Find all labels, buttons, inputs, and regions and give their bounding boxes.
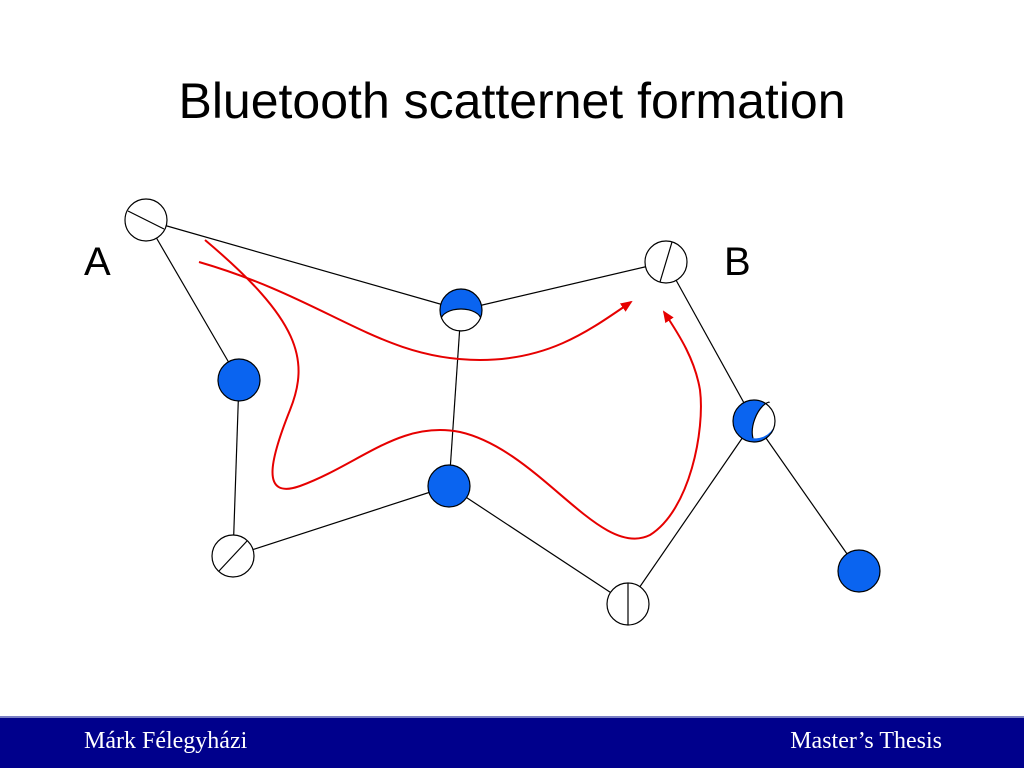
master-node-right bbox=[837, 549, 881, 593]
link-a-master-left bbox=[145, 219, 240, 381]
footer-thesis: Master’s Thesis bbox=[790, 728, 942, 754]
link-a-bridge bbox=[145, 219, 462, 311]
route-path-upper bbox=[198, 261, 633, 362]
master-node-left bbox=[217, 358, 261, 402]
link-slave-center-master bbox=[232, 485, 450, 557]
slave-node-bottom bbox=[606, 582, 650, 626]
link-center-master-bottom-slave bbox=[448, 485, 629, 605]
route-path-lower bbox=[204, 239, 702, 540]
footer-author: Márk Félegyházi bbox=[84, 728, 248, 754]
scatternet-diagram bbox=[124, 198, 881, 626]
node-a bbox=[124, 198, 168, 242]
bridge-node-right bbox=[732, 399, 779, 445]
bridge-node-top bbox=[439, 288, 483, 332]
link-bottom-slave-right-bridge bbox=[627, 420, 755, 605]
link-b-right-bridge bbox=[665, 261, 755, 422]
link-bridge-center-master bbox=[448, 309, 462, 487]
slide-title: Bluetooth scatternet formation bbox=[178, 73, 846, 129]
node-label-a: A bbox=[84, 240, 111, 284]
master-node-center bbox=[427, 464, 471, 508]
link-bridge-b bbox=[460, 261, 667, 311]
link-right-bridge-master bbox=[753, 420, 860, 572]
node-label-b: B bbox=[724, 240, 751, 284]
link-master-left-slave bbox=[232, 379, 240, 557]
node-b bbox=[644, 240, 688, 284]
slave-node-bottom-left bbox=[211, 534, 255, 578]
footer-bar: Márk Félegyházi Master’s Thesis bbox=[0, 716, 1024, 768]
